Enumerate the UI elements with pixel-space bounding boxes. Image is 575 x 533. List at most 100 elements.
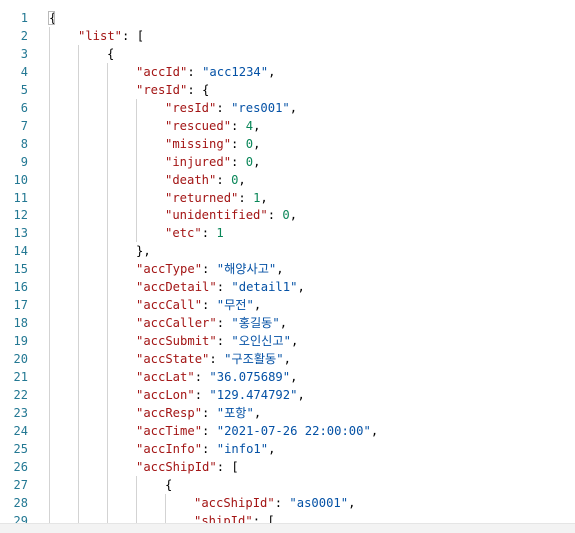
horizontal-scrollbar[interactable] — [0, 523, 575, 533]
indent-guide — [165, 493, 166, 523]
token-punctuation: : — [231, 136, 246, 151]
code-line[interactable]: 26"accShipId": [ — [0, 458, 575, 476]
code-text: "accState": "구조활동", — [136, 350, 291, 368]
code-line[interactable]: 3{ — [0, 45, 575, 63]
code-text: "unidentified": 0, — [165, 206, 297, 224]
code-line[interactable]: 21 "accLat": "36.075689", — [0, 368, 575, 386]
code-line[interactable]: 27 { — [0, 476, 575, 494]
token-key: "accState" — [136, 352, 210, 367]
code-line[interactable]: 10 "death": 0, — [0, 171, 575, 189]
code-text: { — [49, 9, 56, 27]
code-line[interactable]: 14}, — [0, 242, 575, 260]
code-line[interactable]: 22"accLon": "129.474792", — [0, 386, 575, 404]
code-line[interactable]: 11"returned": 1, — [0, 189, 575, 207]
code-line[interactable]: 20 "accState": "구조활동", — [0, 350, 575, 368]
token-key: "accDetail" — [136, 280, 217, 295]
token-string: "129.474792" — [209, 387, 298, 402]
line-number: 18 — [13, 316, 28, 331]
code-line[interactable]: 25 "accInfo": "info1", — [0, 440, 575, 458]
code-text: "missing": 0, — [165, 135, 260, 153]
token-punctuation: , — [370, 423, 379, 438]
code-text: "accSubmit": "오인신고", — [136, 332, 298, 350]
token-punctuation: , — [297, 280, 305, 295]
line-number: 3 — [20, 46, 28, 61]
code-line[interactable]: 23 "accResp": "포항", — [0, 404, 575, 422]
token-punctuation: : — [187, 64, 203, 79]
token-string: "무전" — [216, 298, 254, 313]
token-punctuation: , — [279, 316, 288, 331]
line-number: 21 — [13, 370, 28, 384]
code-text: { — [165, 476, 172, 494]
code-text: "accLon": "129.474792", — [136, 386, 305, 404]
token-punctuation: , — [253, 118, 261, 133]
code-text: "death": 0, — [165, 171, 246, 189]
token-punctuation: : — [267, 208, 283, 223]
token-punctuation: : — [194, 370, 210, 384]
token-punctuation: { — [49, 11, 57, 25]
code-line[interactable]: 4"accId": "acc1234", — [0, 63, 575, 81]
code-line[interactable]: 8 "missing": 0, — [0, 135, 575, 153]
code-line[interactable]: 12 "unidentified": 0, — [0, 206, 575, 224]
token-string: "홍길동" — [231, 316, 280, 331]
code-text: "accResp": "포항", — [136, 404, 261, 422]
token-punctuation: : — [216, 172, 232, 187]
token-number: 0 — [245, 154, 254, 169]
line-number: 8 — [20, 136, 28, 151]
line-number: 29 — [13, 513, 28, 523]
token-punctuation: , — [290, 334, 299, 349]
token-number: 1 — [216, 226, 224, 241]
token-key: "unidentified" — [165, 208, 268, 223]
code-line[interactable]: 24"accTime": "2021-07-26 22:00:00", — [0, 422, 575, 440]
token-string: "info1" — [216, 441, 269, 456]
token-punctuation: }, — [136, 244, 151, 259]
token-punctuation: : — [216, 100, 232, 115]
token-key: "accType" — [136, 262, 203, 277]
code-line[interactable]: 15"accType": "해양사고", — [0, 260, 575, 278]
code-line[interactable]: 9"injured": 0, — [0, 153, 575, 171]
code-line[interactable]: 1{ — [0, 9, 575, 27]
token-key: "accCaller" — [136, 316, 217, 331]
code-line[interactable]: 18 "accCaller": "홍길동", — [0, 314, 575, 332]
token-punctuation: , — [268, 441, 276, 456]
code-line[interactable]: 16"accDetail": "detail1", — [0, 278, 575, 296]
line-number: 19 — [13, 334, 28, 349]
code-text: "list": [ — [78, 27, 144, 45]
line-number: 20 — [13, 352, 28, 367]
token-key: "accId" — [136, 64, 188, 79]
line-number: 6 — [20, 100, 28, 115]
code-line[interactable]: 2"list": [ — [0, 27, 575, 45]
line-number: 27 — [13, 477, 28, 492]
token-string: "2021-07-26 22:00:00" — [216, 423, 371, 438]
token-key: "resId" — [136, 82, 188, 97]
code-line[interactable]: 17"accCall": "무전", — [0, 296, 575, 314]
token-punctuation: : — [202, 405, 217, 420]
code-line[interactable]: 5"resId": { — [0, 81, 575, 99]
code-text: "accCaller": "홍길동", — [136, 314, 287, 332]
code-line[interactable]: 29 "shipId": [ — [0, 512, 575, 523]
line-number: 9 — [20, 154, 28, 169]
line-number: 25 — [13, 441, 28, 456]
code-line[interactable]: 7"rescued": 4, — [0, 117, 575, 135]
code-line[interactable]: 13"etc": 1 — [0, 224, 575, 242]
code-line[interactable]: 28"accShipId": "as0001", — [0, 494, 575, 512]
token-punctuation: , — [276, 262, 284, 277]
token-punctuation: : — [202, 262, 217, 277]
code-text: "resId": { — [136, 81, 209, 99]
token-string: "acc1234" — [202, 64, 269, 79]
code-text: "accLat": "36.075689", — [136, 368, 297, 386]
token-punctuation: , — [238, 172, 246, 187]
token-key: "shipId" — [194, 513, 253, 523]
token-punctuation: : [ — [252, 513, 275, 523]
token-punctuation: : — [194, 387, 210, 402]
code-line[interactable]: 6"resId": "res001", — [0, 99, 575, 117]
token-punctuation: : — [216, 316, 232, 331]
token-number: 0 — [231, 172, 239, 187]
code-text: "accInfo": "info1", — [136, 440, 275, 458]
line-number: 10 — [13, 172, 28, 187]
code-line[interactable]: 19 "accSubmit": "오인신고", — [0, 332, 575, 350]
line-number: 23 — [13, 405, 28, 420]
line-number: 12 — [13, 208, 28, 223]
token-key: "death" — [165, 172, 217, 187]
indent-guide — [78, 44, 79, 523]
